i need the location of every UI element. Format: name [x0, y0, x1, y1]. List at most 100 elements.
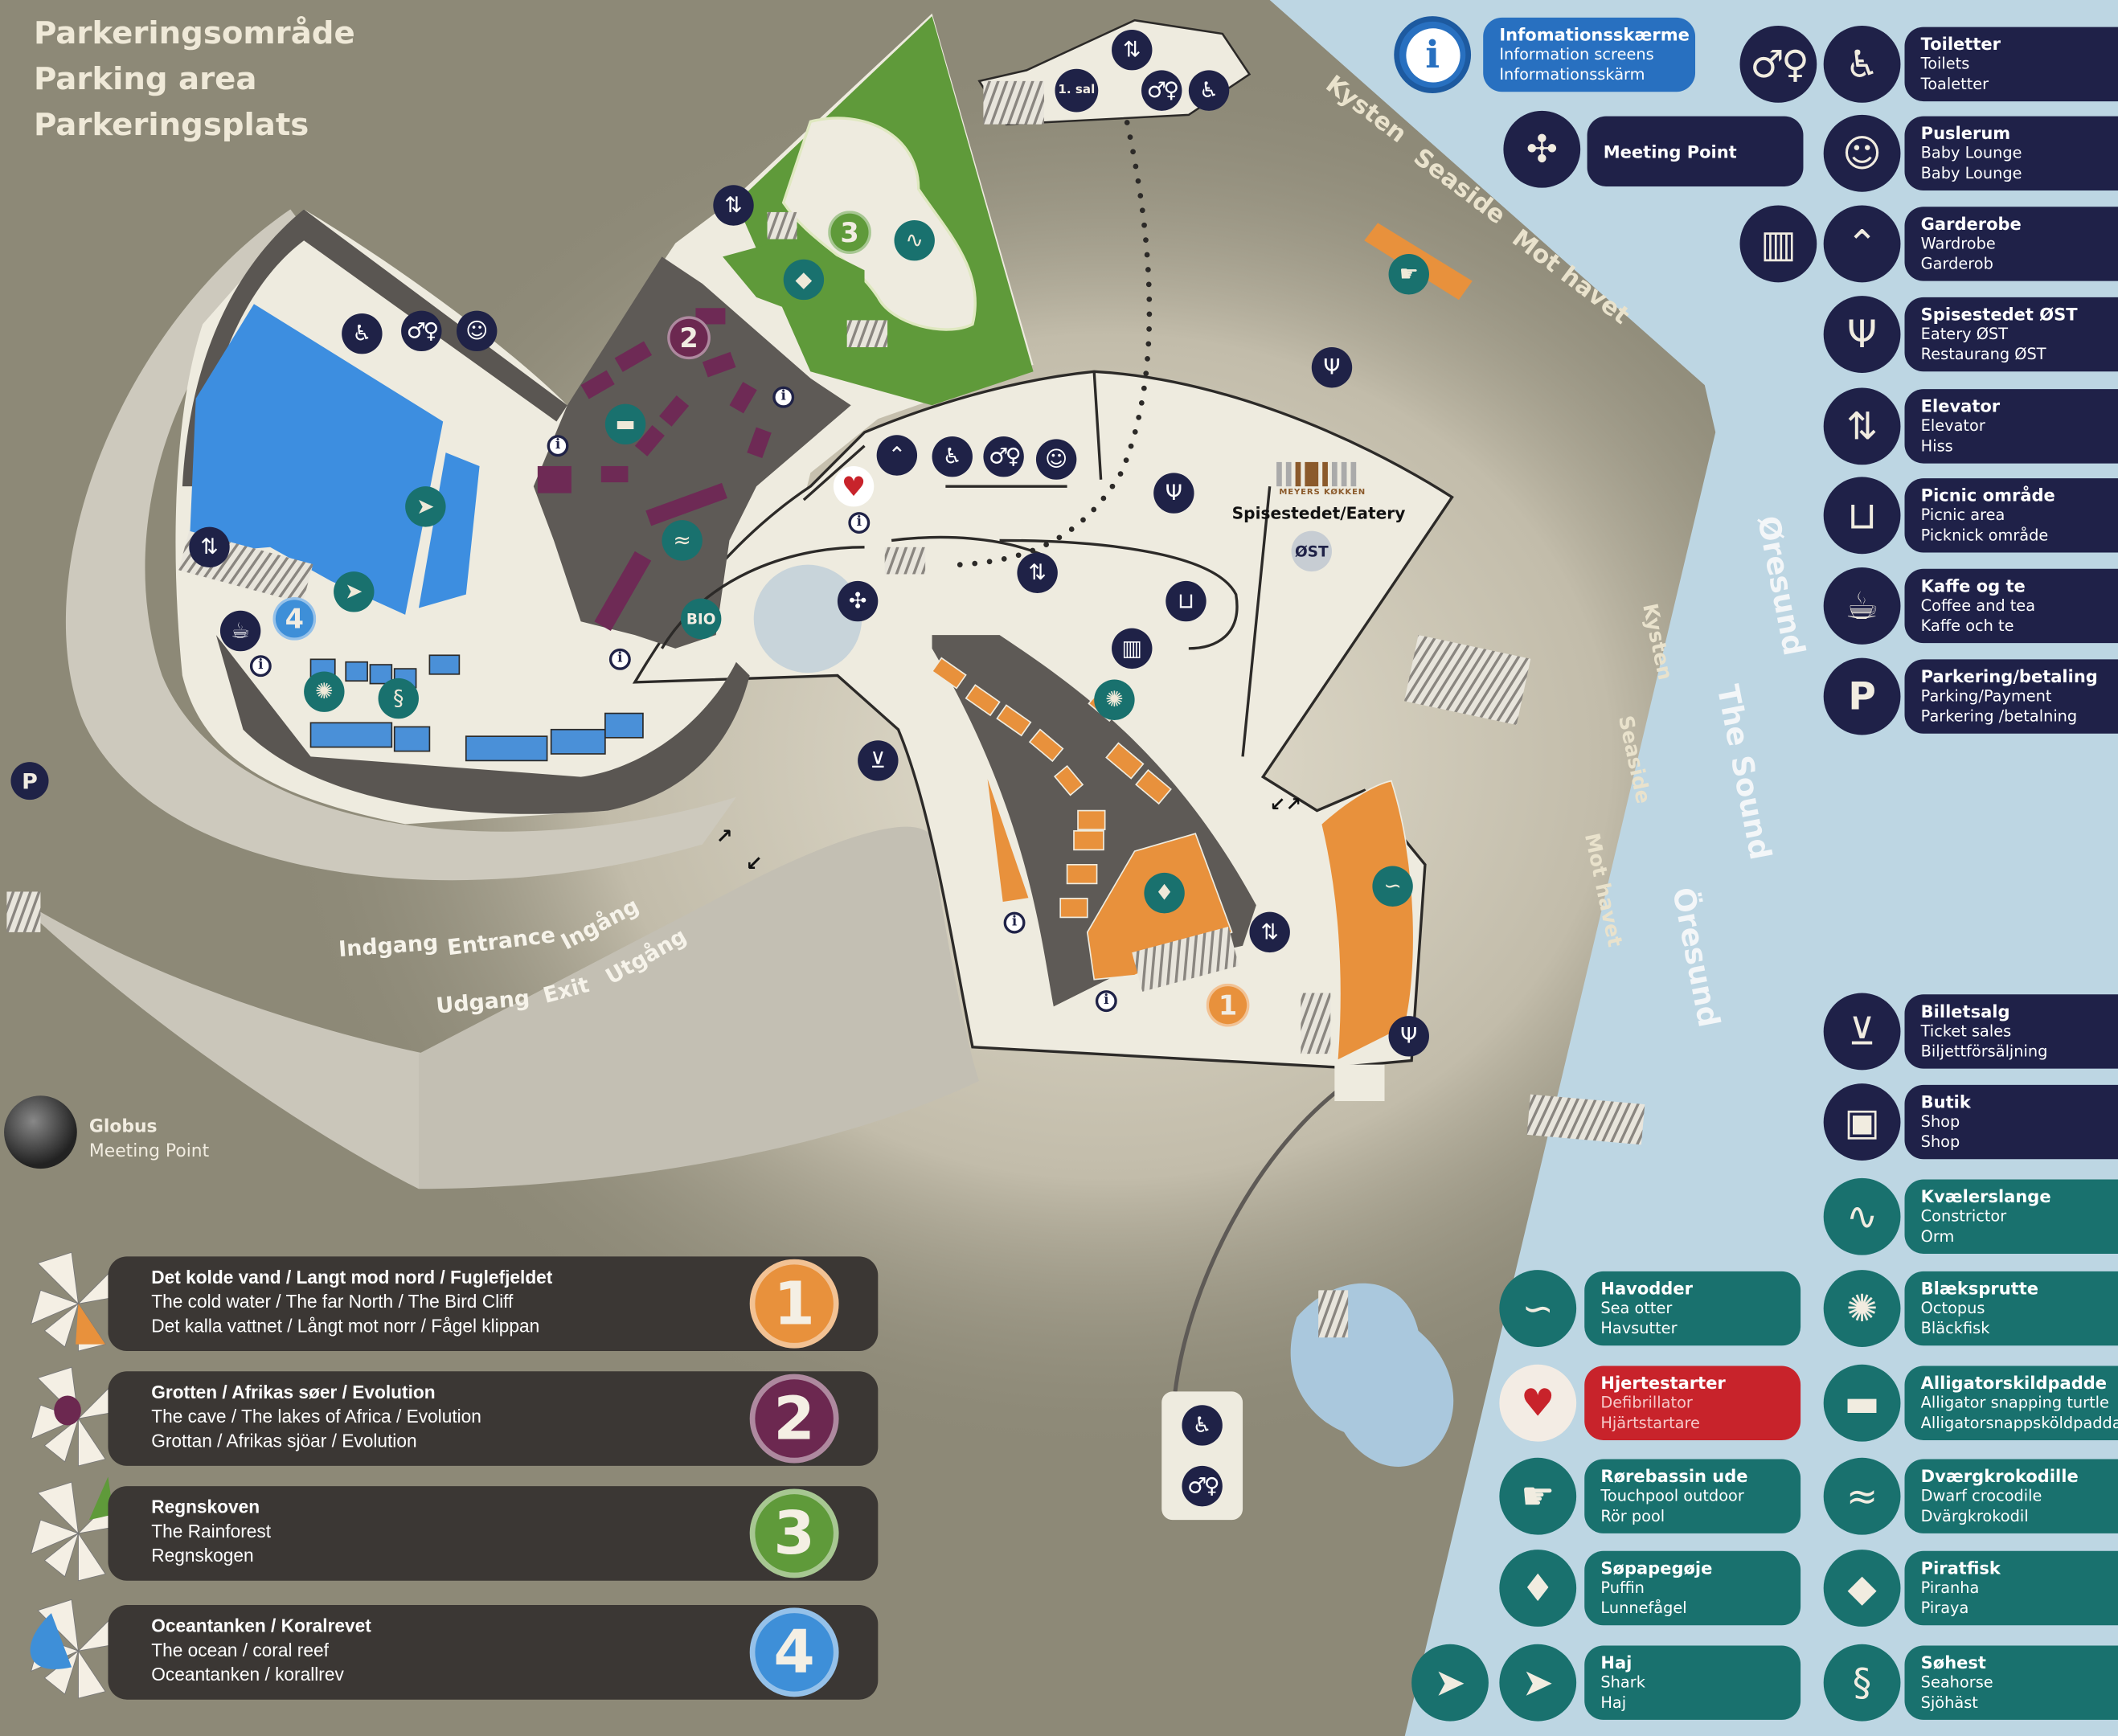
- legend-en: Baby Lounge: [1920, 143, 2022, 162]
- puffin-icon: [1155, 882, 1174, 904]
- map-marker-shark[interactable]: [334, 571, 375, 612]
- map-zone-4[interactable]: 4: [272, 597, 317, 641]
- map-marker-seaotter[interactable]: [1372, 866, 1413, 907]
- cart-icon: [870, 750, 886, 772]
- map-marker-picnic[interactable]: [1166, 580, 1206, 622]
- legend-sv: Picknick område: [1920, 525, 2049, 545]
- legend-title: Billetsalg: [1920, 1001, 2010, 1022]
- map-marker-toilets[interactable]: [401, 310, 442, 352]
- map-marker-baby[interactable]: [1035, 439, 1077, 480]
- map-marker-elevator[interactable]: [713, 185, 754, 226]
- legend-touchpool-circle: [1499, 1457, 1577, 1535]
- map-marker-wheelchair[interactable]: [932, 436, 973, 477]
- parking-area-title: Parkeringsområde Parking area Parkerings…: [34, 10, 355, 148]
- baby-icon: [1045, 448, 1067, 470]
- map-zone-3[interactable]: 3: [828, 211, 871, 255]
- zone-title: Regnskoven: [151, 1496, 260, 1517]
- map-marker-wheelchair[interactable]: [342, 313, 383, 354]
- map-marker-elevator[interactable]: [1017, 552, 1058, 593]
- zone-en: The cave / The lakes of Africa / Evoluti…: [151, 1406, 481, 1427]
- zone-number-badge: 4: [749, 1607, 839, 1697]
- map-marker-octopus[interactable]: [1094, 679, 1135, 720]
- zone-row-1[interactable]: Det kolde vand / Langt mod nord / Fuglef…: [108, 1256, 879, 1351]
- map-marker-crocodile[interactable]: [662, 520, 703, 561]
- map-marker-octopus[interactable]: [304, 671, 345, 712]
- cinema-badge[interactable]: BIO: [680, 598, 722, 640]
- map-marker-info[interactable]: [1095, 990, 1117, 1013]
- map-marker-turtle[interactable]: [604, 403, 646, 445]
- legend-luggage-circle: [1739, 205, 1817, 283]
- legend-en: Eatery ØST: [1920, 324, 2009, 343]
- wheelchair-icon: [943, 446, 962, 468]
- legend-crocodile-circle: [1823, 1457, 1901, 1535]
- map-zone-1[interactable]: 1: [1206, 983, 1250, 1027]
- map-marker-coffee[interactable]: [219, 610, 261, 652]
- east-badge[interactable]: ØST: [1291, 530, 1332, 572]
- map-marker-wheelchair[interactable]: [1182, 1405, 1223, 1446]
- zone-title: Grotten / Afrikas søer / Evolution: [151, 1382, 436, 1402]
- info-icon: [258, 659, 263, 673]
- map-marker-wardrobe[interactable]: [876, 435, 918, 476]
- map-marker-info[interactable]: [848, 512, 871, 534]
- wall-lines: [661, 371, 1272, 757]
- legend-title: Toiletter: [1920, 34, 2001, 55]
- legend-meeting-label: Meeting Point: [1603, 141, 1737, 162]
- map-marker-elevator[interactable]: [189, 526, 230, 568]
- map-marker-baby[interactable]: [457, 310, 498, 352]
- legend-en: Elevator: [1920, 416, 1985, 436]
- eatery-label[interactable]: Spisestedet/Eatery: [1231, 504, 1406, 523]
- legend-sv: Restaurang ØST: [1920, 344, 2046, 364]
- map-marker-elevator[interactable]: [1249, 911, 1290, 953]
- piranha-icon: [1847, 1569, 1876, 1607]
- map-marker-info[interactable]: [1003, 911, 1026, 934]
- map-marker-meeting[interactable]: [837, 580, 879, 622]
- map-marker-shark[interactable]: [405, 486, 446, 527]
- legend-en: Constrictor: [1920, 1206, 2007, 1226]
- map-marker-constrictor[interactable]: [894, 220, 935, 261]
- map-zone-2[interactable]: 2: [667, 316, 711, 360]
- globus-label: Globus Meeting Point: [89, 1116, 209, 1165]
- legend-en: Coffee and tea: [1920, 596, 2036, 615]
- map-marker-piranha[interactable]: [783, 259, 825, 301]
- map-marker-eatery[interactable]: [1311, 347, 1353, 388]
- title-swedish: Parkeringsplats: [34, 108, 309, 144]
- map-marker-eatery[interactable]: [1388, 1016, 1429, 1057]
- legend-en: Toilets: [1920, 54, 1970, 73]
- map-marker-defibrillator[interactable]: [833, 465, 875, 507]
- map-marker-elevator[interactable]: [1112, 29, 1153, 71]
- map-marker-info[interactable]: [772, 386, 795, 408]
- legend-en: Parking/Payment: [1920, 686, 2052, 706]
- map-marker-wheelchair[interactable]: [1188, 70, 1230, 111]
- legend-title: Spisestedet ØST: [1920, 304, 2078, 325]
- map-marker-toilets[interactable]: [1141, 70, 1182, 111]
- map-marker-info[interactable]: [608, 648, 631, 670]
- map-marker-cart[interactable]: [858, 740, 899, 781]
- legend-en: Defibrillator: [1600, 1393, 1693, 1412]
- zone-sv: Regnskogen: [151, 1546, 254, 1566]
- map-marker-toilets[interactable]: [1182, 1465, 1223, 1507]
- elevator-icon: [1123, 39, 1141, 61]
- map-marker-toilets[interactable]: [983, 436, 1024, 477]
- map-marker-info[interactable]: [249, 655, 272, 678]
- luggage-icon: [1760, 225, 1796, 263]
- map-marker-eatery[interactable]: [1153, 473, 1194, 514]
- parking-marker[interactable]: P: [10, 762, 49, 800]
- legend-sv: Shop: [1920, 1132, 1960, 1152]
- first-floor-badge[interactable]: 1. sal: [1055, 68, 1099, 113]
- legend-shark-circle: [1499, 1644, 1577, 1722]
- map-marker-info[interactable]: [547, 435, 569, 457]
- map-marker-touchpool[interactable]: [1388, 254, 1429, 295]
- map-marker-luggage[interactable]: [1112, 628, 1153, 669]
- wheelchair-icon: [1845, 45, 1878, 83]
- map-marker-puffin[interactable]: [1144, 872, 1185, 914]
- map-marker-seahorse[interactable]: [378, 678, 419, 719]
